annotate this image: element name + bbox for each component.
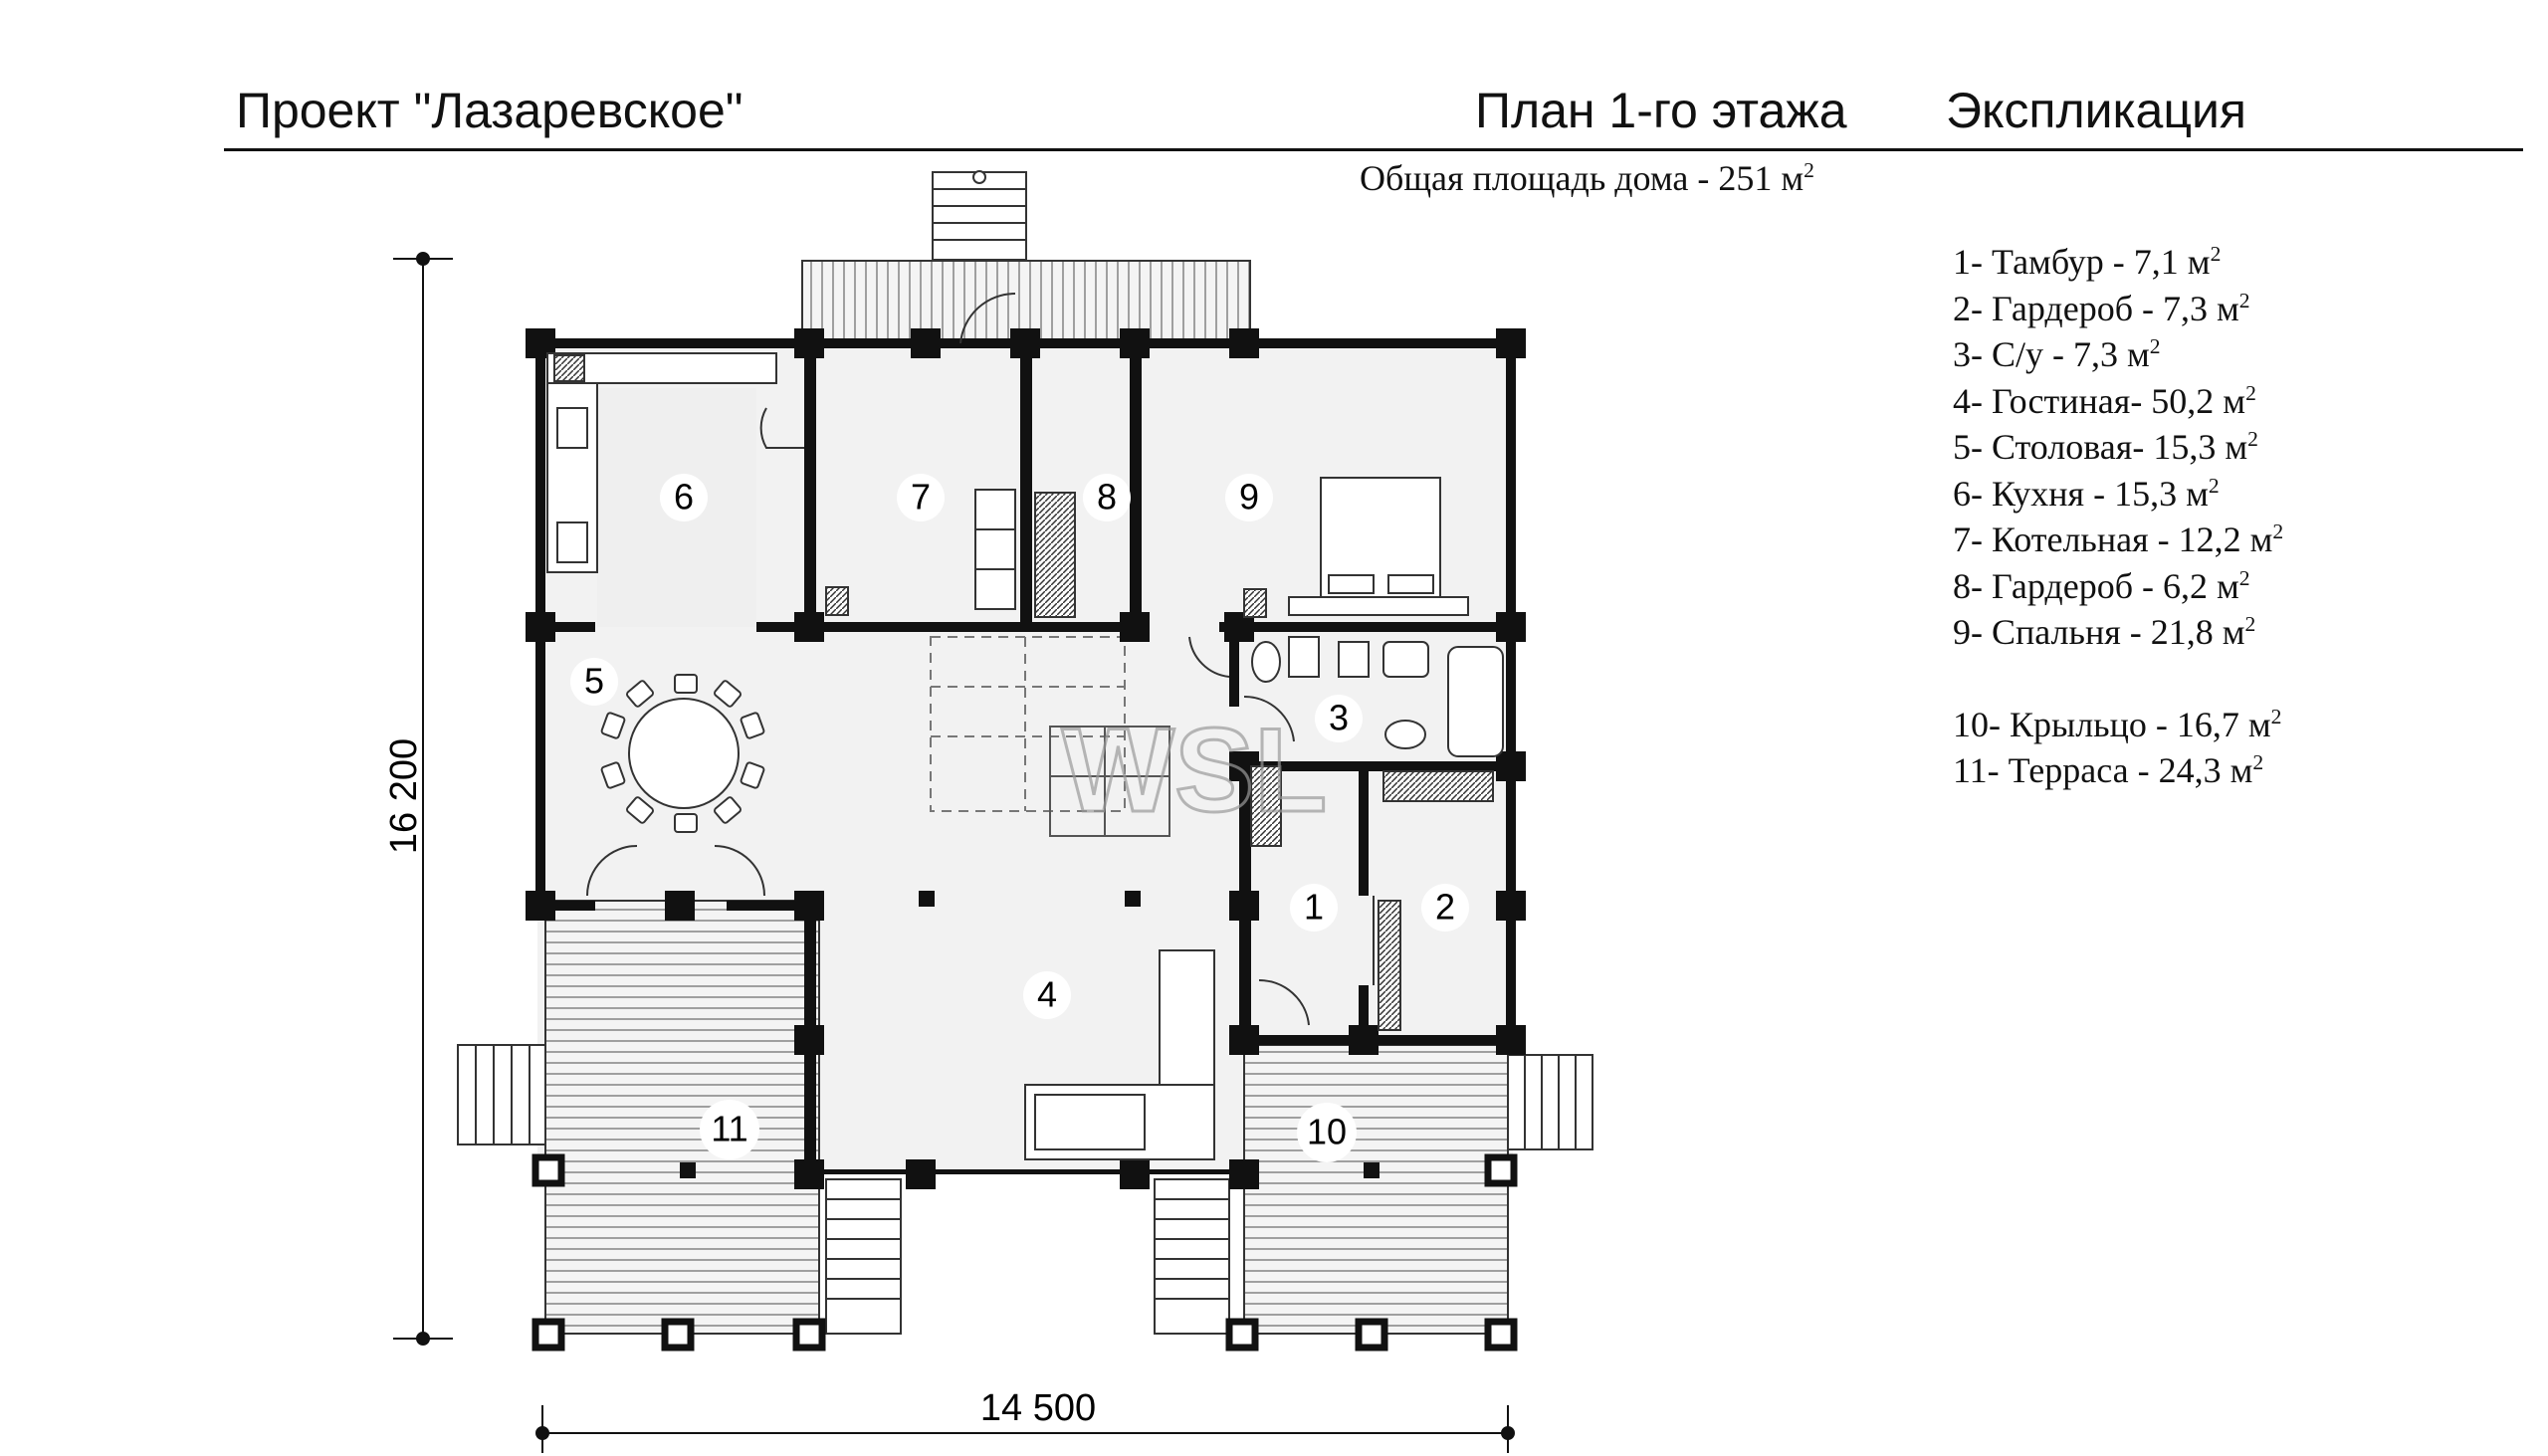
room-8-label: 8 [1097, 477, 1117, 518]
doors [586, 292, 1375, 1026]
explication-legend: 1- Тамбур - 7,1 м2 2- Гардероб - 7,3 м2 … [1953, 239, 2283, 794]
room-badge [1225, 474, 1273, 521]
room-10-label: 10 [1307, 1112, 1347, 1152]
room-labels: 6 7 8 9 5 3 1 2 4 11 10 [570, 474, 1469, 1162]
room-9-label: 9 [1239, 477, 1259, 518]
legend-item: 4- Гостиная- 50,2 м2 [1953, 380, 2256, 421]
terrace-deck [544, 900, 820, 1335]
room-badge [660, 474, 708, 521]
explication-title: Экспликация [1946, 83, 2246, 138]
legend-item: 6- Кухня - 15,3 м2 [1953, 473, 2220, 514]
legend-item: 5- Столовая- 15,3 м2 [1953, 427, 2258, 467]
project-title: Проект "Лазаревское" [236, 83, 743, 138]
room-badge [570, 658, 618, 706]
room-1-label: 1 [1304, 887, 1324, 928]
width-dimension-label: 14 500 [980, 1387, 1096, 1429]
porch-side-stairs [1507, 1054, 1593, 1150]
shelves [825, 489, 1494, 1031]
watermark-logo: WSL [1062, 704, 1328, 837]
terrace-front-stairs [825, 1178, 902, 1335]
legend-item: 2- Гардероб - 7,3 м2 [1953, 288, 2250, 328]
room-badge [1083, 474, 1131, 521]
room-badge [1297, 1103, 1357, 1162]
legend-item: 11- Терраса - 24,3 м2 [1953, 750, 2264, 790]
room-2-label: 2 [1435, 887, 1455, 928]
terrace-side-stairs [457, 1044, 546, 1145]
height-dimension [393, 252, 453, 1346]
kitchen-counter [546, 352, 777, 573]
legend-item: 3- С/у - 7,3 м2 [1953, 334, 2161, 374]
room-6-label: 6 [674, 477, 694, 518]
internal-staircase [930, 636, 1126, 812]
room-5-label: 5 [584, 661, 604, 702]
legend-item: 1- Тамбур - 7,1 м2 [1953, 242, 2222, 282]
room-badge [1315, 695, 1363, 742]
plan-title: План 1-го этажа [1475, 83, 1847, 138]
room-badge [700, 1100, 759, 1159]
header-rule [224, 148, 2523, 151]
bed [1288, 477, 1469, 616]
legend-item: 9- Спальня - 21,8 м2 [1953, 612, 2256, 652]
back-stairs [932, 170, 1027, 261]
porch-front-stairs [1154, 1178, 1230, 1335]
width-dimension [535, 1405, 1515, 1453]
height-dimension-label: 16 200 [383, 738, 425, 854]
room-badge [897, 474, 945, 521]
room-badge [1290, 884, 1338, 932]
legend-item: 7- Котельная - 12,2 м2 [1953, 520, 2284, 559]
dining-table [600, 674, 765, 833]
room-badge [1421, 884, 1469, 932]
legend-item: 8- Гардероб - 6,2 м2 [1953, 565, 2250, 606]
bathroom-fixtures [1251, 641, 1504, 757]
room-3-label: 3 [1329, 698, 1349, 738]
total-area: Общая площадь дома - 251 м2 [1360, 158, 1814, 198]
room-badge [1023, 971, 1071, 1019]
spiral-stair [1049, 726, 1170, 837]
room-11-label: 11 [711, 1109, 747, 1149]
room-7-label: 7 [911, 477, 931, 518]
porch-deck [1243, 1044, 1509, 1335]
legend-item: 10- Крыльцо - 16,7 м2 [1953, 704, 2282, 744]
sofa [1024, 949, 1215, 1160]
deck-posts [531, 1153, 1518, 1352]
room-4-label: 4 [1037, 974, 1057, 1015]
